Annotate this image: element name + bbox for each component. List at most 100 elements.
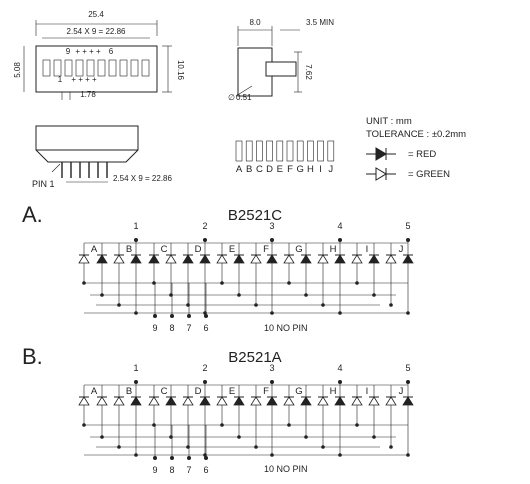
junction-dot (100, 435, 104, 439)
junction-dot (134, 453, 138, 457)
part-number-b: B2521A (228, 349, 281, 366)
green-led-diode (385, 396, 397, 406)
front-leads (61, 162, 108, 178)
side-lead (272, 61, 297, 77)
height-dimension: 10.16 (176, 60, 185, 81)
junction-dot (406, 311, 410, 315)
strip-segment (307, 140, 314, 162)
top-segment-slot (141, 59, 150, 77)
anode-pin-dot (270, 238, 274, 242)
cathode-pin-dot (170, 314, 174, 318)
top-segment-slot (53, 59, 62, 77)
junction-dot (270, 453, 274, 457)
anode-pin-number: 2 (202, 221, 207, 231)
led-segment-letter: D (195, 386, 202, 397)
junction-dot (117, 445, 121, 449)
led-segment-letter: C (161, 244, 168, 255)
red-led-diode (402, 396, 414, 406)
anode-pin-number: 3 (269, 363, 274, 373)
green-led-diode (165, 254, 177, 264)
cathode-pin-number: 8 (169, 465, 174, 475)
green-led-diode (78, 396, 90, 406)
pin-dots-top: + + + + (75, 47, 101, 56)
strip-letter: D (266, 164, 273, 175)
pin-dots-bottom: + + + + (71, 75, 97, 84)
green-led-diode (385, 254, 397, 264)
cathode-pin-number: 6 (203, 465, 208, 475)
junction-dot (338, 311, 342, 315)
section-b-label: B. (22, 344, 43, 369)
side-body (237, 47, 273, 97)
cathode-pin-dot (170, 456, 174, 460)
red-led-diode (199, 254, 211, 264)
anode-pin-dot (338, 380, 342, 384)
cathode-pin-dot (187, 314, 191, 318)
green-led-diode (351, 254, 363, 264)
strip-letter: A (236, 164, 243, 175)
cathode-pin-number: 7 (186, 323, 191, 333)
junction-dot (220, 281, 224, 285)
pin-pitch-dimension: 1.78 (80, 90, 96, 99)
green-led-diode (216, 254, 228, 264)
anode-pin-dot (338, 238, 342, 242)
top-segment-slot (108, 59, 117, 77)
half-height-dimension: 5.08 (13, 62, 22, 78)
red-led-diode (300, 254, 312, 264)
red-led-diode (300, 396, 312, 406)
led-segment-letter: F (263, 386, 269, 397)
led-segment-letter: J (399, 386, 404, 397)
junction-dot (372, 435, 376, 439)
red-led-diode (233, 396, 245, 406)
junction-dot (355, 281, 359, 285)
led-segment-letter: E (229, 244, 235, 255)
junction-dot (220, 423, 224, 427)
junction-dot (321, 303, 325, 307)
led-segment-letter: F (263, 244, 269, 255)
width-dimension: 25.4 (88, 10, 104, 19)
lead-length-dimension: 3.5 MIN (306, 18, 334, 27)
green-legend-label: = GREEN (408, 169, 450, 180)
red-legend-label: = RED (408, 149, 436, 160)
green-led-legend: = GREEN (366, 167, 450, 181)
pitch-dimension: 2.54 X 9 = 22.86 (67, 27, 126, 36)
led-segment-letter: B (126, 244, 132, 255)
tolerance-note: TOLERANCE : ±0.2mm (366, 129, 466, 140)
top-segment-slot (119, 59, 128, 77)
anode-pin-dot (134, 238, 138, 242)
red-led-diode (368, 254, 380, 264)
strip-segment (266, 140, 273, 162)
diameter-symbol: ∅ (228, 93, 235, 102)
junction-dot (100, 293, 104, 297)
segment-slots (42, 59, 150, 77)
junction-dot (254, 445, 258, 449)
junction-dot (237, 293, 241, 297)
junction-dot (304, 293, 308, 297)
cathode-pin-dot (187, 456, 191, 460)
anode-pin-dot (203, 238, 207, 242)
anode-pin-dot (203, 380, 207, 384)
strip-segment (276, 140, 284, 162)
anode-pin-dot (406, 238, 410, 242)
junction-dot (287, 281, 291, 285)
section-a-label: A. (22, 202, 43, 227)
junction-dot (389, 303, 393, 307)
strip-letter: G (297, 164, 304, 175)
junction-dot (117, 303, 121, 307)
front-pitch-dimension: 2.54 X 9 = 22.86 (113, 174, 172, 183)
strip-segment (245, 140, 253, 162)
led-segment-letter: J (399, 244, 404, 255)
anode-pin-number: 5 (405, 363, 410, 373)
strip-letter: I (319, 164, 322, 175)
no-pin-note-b: 10 NO PIN (264, 464, 308, 474)
lead-height-dimension: 7.62 (304, 64, 313, 80)
green-led-diode (250, 396, 262, 406)
led-segment-letter: H (330, 244, 337, 255)
top-segment-slot (75, 59, 84, 77)
red-led-legend: = RED (366, 147, 436, 161)
top-segment-slot (86, 59, 95, 77)
led-segment-letter: B (126, 386, 132, 397)
cathode-pin-number: 8 (169, 323, 174, 333)
